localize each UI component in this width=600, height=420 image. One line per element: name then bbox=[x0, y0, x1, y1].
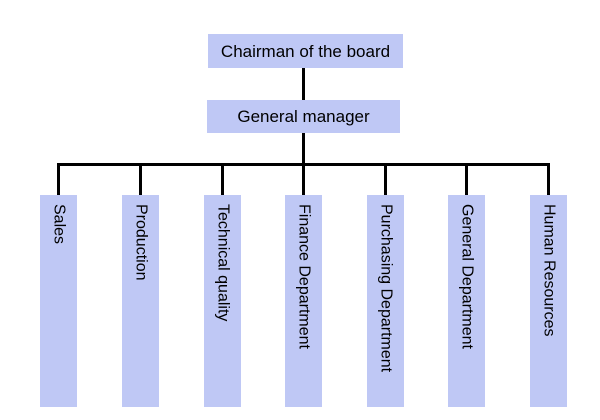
node-human-resources: Human Resources bbox=[530, 195, 567, 407]
node-production: Production bbox=[122, 195, 159, 407]
connector-stub-production bbox=[139, 163, 142, 195]
connector-stub-human-resources bbox=[547, 163, 550, 195]
connector-stub-purchasing bbox=[384, 163, 387, 195]
node-finance-department: Finance Department bbox=[285, 195, 322, 407]
connector-stub-finance bbox=[302, 163, 305, 195]
node-finance-department-label: Finance Department bbox=[295, 204, 313, 349]
node-production-label: Production bbox=[132, 204, 150, 281]
node-purchasing-department-label: Purchasing Department bbox=[377, 204, 395, 373]
node-chairman-label: Chairman of the board bbox=[220, 41, 391, 61]
node-sales-label: Sales bbox=[50, 204, 68, 245]
connector-stub-sales bbox=[57, 163, 60, 195]
node-human-resources-label: Human Resources bbox=[540, 204, 558, 337]
node-general-manager: General manager bbox=[207, 100, 400, 133]
connector-manager-rail bbox=[302, 133, 305, 163]
connector-stub-technical-quality bbox=[221, 163, 224, 195]
node-technical-quality-label: Technical quality bbox=[214, 204, 232, 322]
connector-chairman-manager bbox=[302, 68, 305, 100]
connector-stub-general-department bbox=[465, 163, 468, 195]
node-general-department: General Department bbox=[448, 195, 485, 407]
node-technical-quality: Technical quality bbox=[204, 195, 241, 407]
node-general-department-label: General Department bbox=[458, 204, 476, 349]
node-general-manager-label: General manager bbox=[237, 107, 370, 126]
node-sales: Sales bbox=[40, 195, 77, 407]
node-chairman: Chairman of the board bbox=[208, 34, 403, 68]
node-purchasing-department: Purchasing Department bbox=[367, 195, 404, 407]
